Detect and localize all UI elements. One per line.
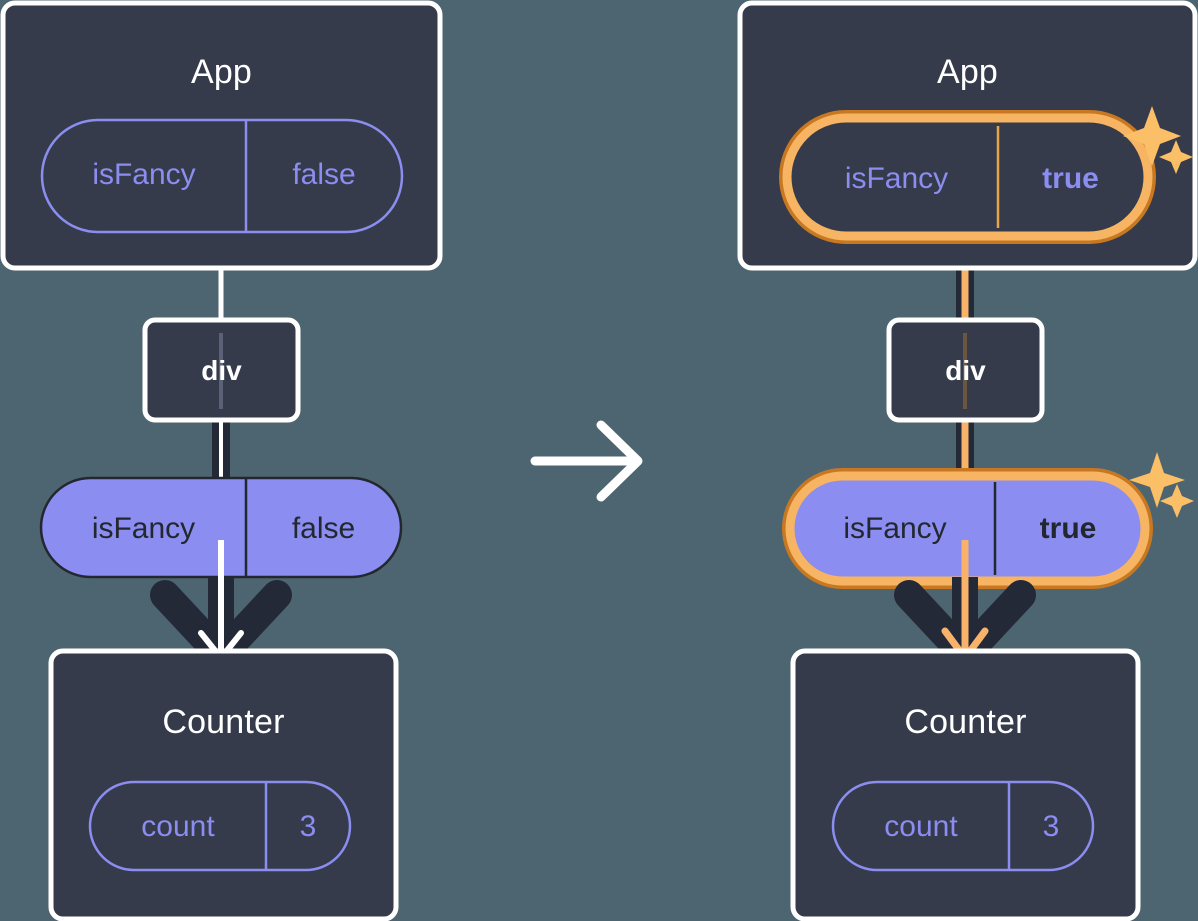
app-state-pill-right	[779, 110, 1156, 244]
counter-state-pill-left	[88, 780, 352, 872]
app-box-left	[0, 0, 443, 271]
sparkles-icon-prop-right	[1129, 452, 1194, 518]
div-box-left	[142, 317, 301, 423]
app-state-pill-left	[40, 118, 404, 234]
prop-pill-left	[39, 476, 403, 579]
counter-box-right	[790, 648, 1141, 921]
transition-arrow-icon	[530, 420, 643, 502]
counter-box-left	[48, 648, 399, 921]
div-box-right	[886, 317, 1045, 423]
counter-state-pill-right	[831, 780, 1095, 872]
sparkles-icon-app-right	[1123, 106, 1193, 174]
